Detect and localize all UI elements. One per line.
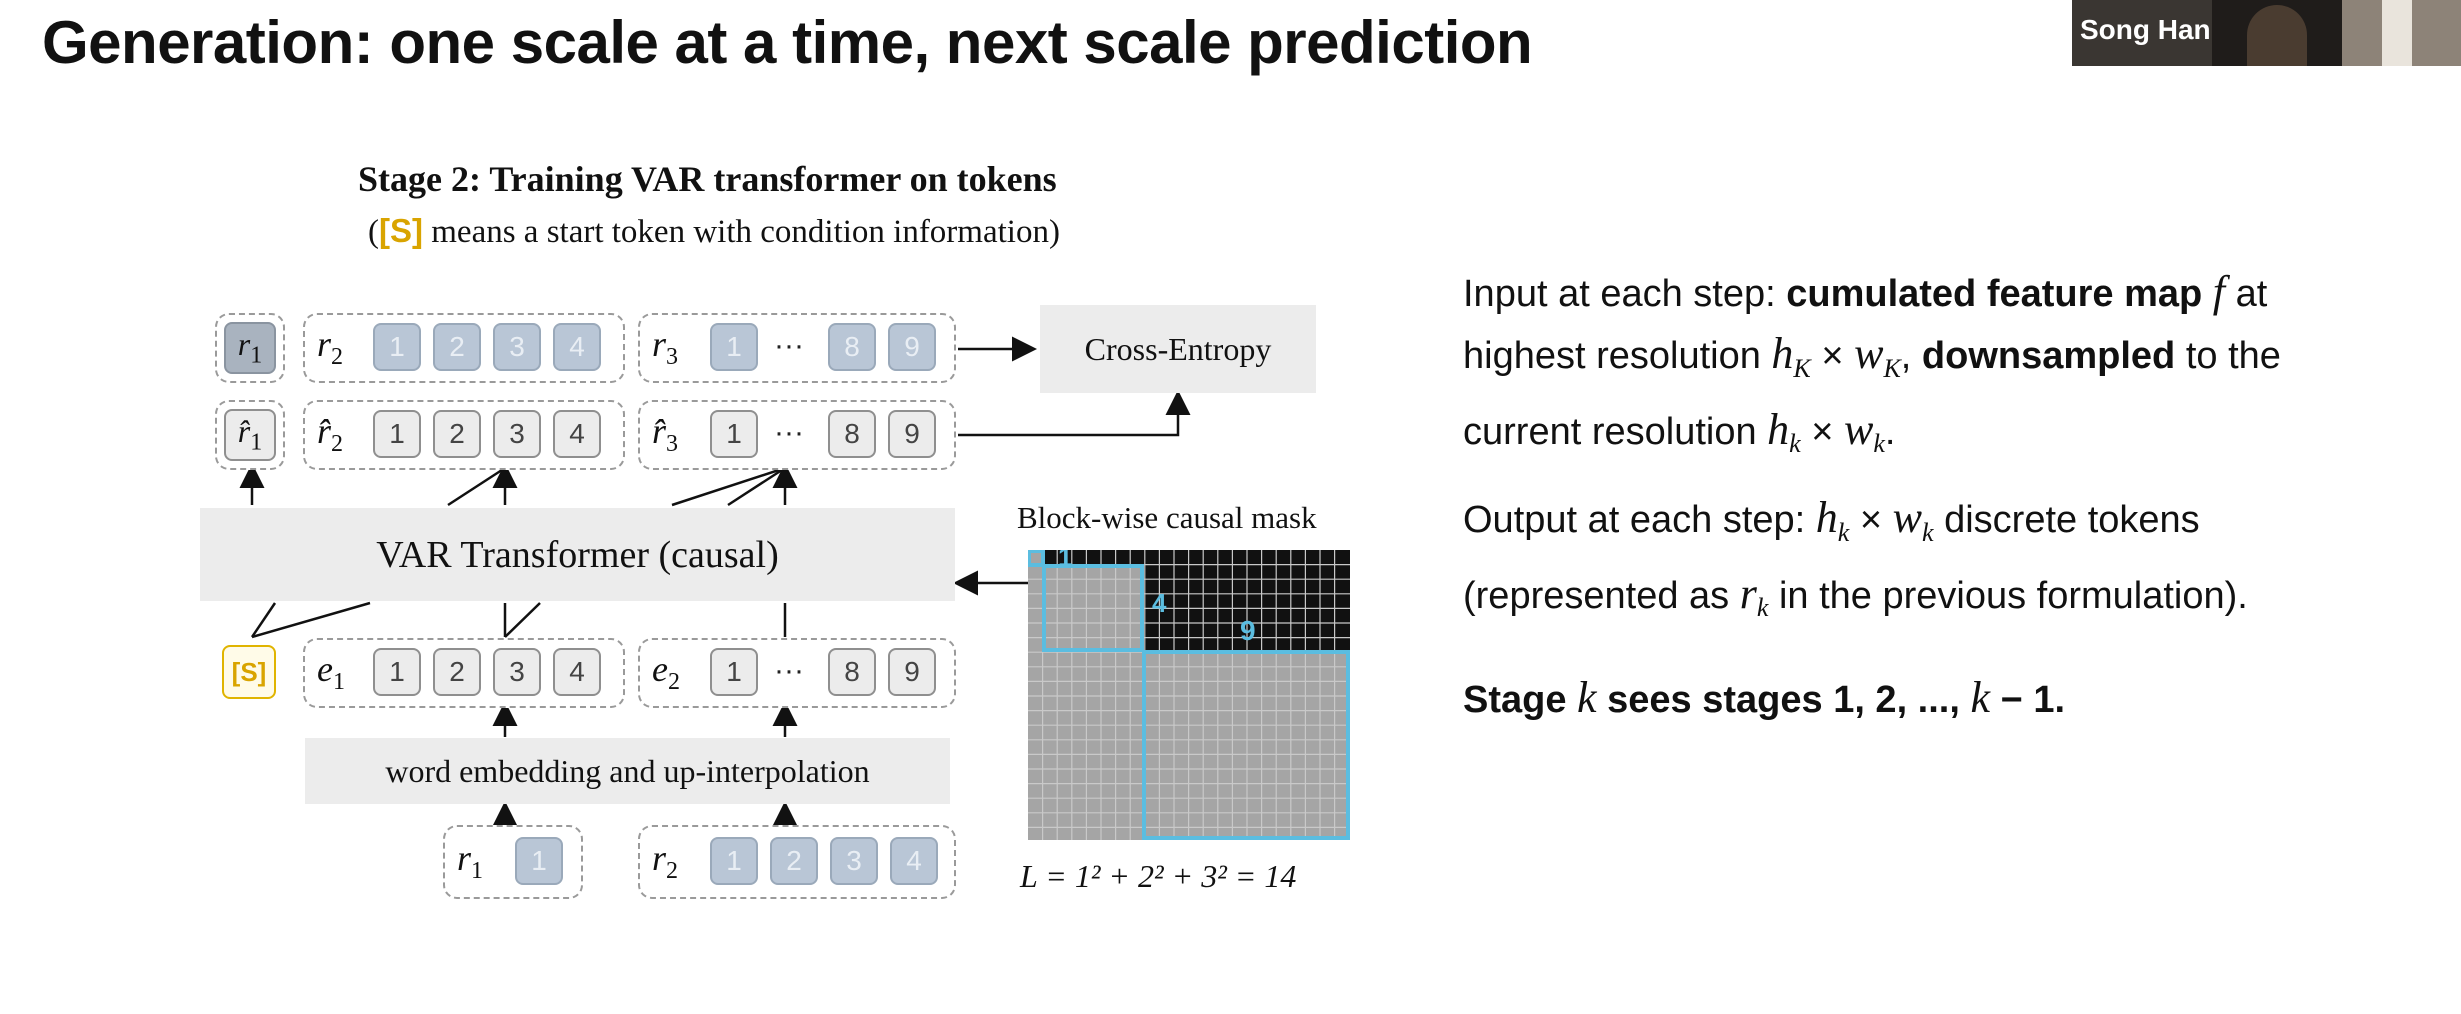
input-token: 8 — [828, 648, 876, 696]
stage-subtitle: ([S] means a start token with condition … — [368, 212, 1060, 250]
presenter-silhouette — [2247, 5, 2307, 66]
pred-group-2: r̂2 1 2 3 4 — [303, 400, 625, 470]
target-group-3: r3 1 ··· 8 9 — [638, 313, 956, 383]
pred-token: 4 — [553, 410, 601, 458]
pred-r1-token: r̂1 — [224, 409, 276, 461]
pred-token: 8 — [828, 410, 876, 458]
pred-token: 9 — [888, 410, 936, 458]
input-token: 1 — [710, 648, 758, 696]
paragraph-output: Output at each step: hk × wk discrete to… — [1463, 493, 2248, 623]
source-token: 2 — [770, 837, 818, 885]
pred-token: 3 — [493, 410, 541, 458]
mask-label-1: 1 — [1058, 550, 1072, 572]
mask-block-1 — [1028, 550, 1045, 567]
var-transformer-box: VAR Transformer (causal) — [200, 508, 955, 601]
input-token: 4 — [553, 648, 601, 696]
source-group-1: r1 1 — [443, 825, 583, 899]
source-token: 3 — [830, 837, 878, 885]
source-token: 1 — [710, 837, 758, 885]
pred-r2-label: r̂2 — [317, 411, 344, 458]
input-token: 9 — [888, 648, 936, 696]
input-group-2: e2 1 ··· 8 9 — [638, 638, 956, 708]
ellipsis: ··· — [774, 654, 804, 687]
pred-group-3: r̂3 1 ··· 8 9 — [638, 400, 956, 470]
input-group-1: e1 1 2 3 4 — [303, 638, 625, 708]
mask-label-4: 4 — [1152, 588, 1167, 618]
input-token: 3 — [493, 648, 541, 696]
block-causal-mask: 1 4 9 — [1028, 550, 1350, 840]
target-token: 3 — [493, 323, 541, 371]
var-transformer-label: VAR Transformer (causal) — [376, 533, 779, 576]
target-token: 2 — [433, 323, 481, 371]
mask-formula: L = 1² + 2² + 3² = 14 — [1020, 858, 1297, 894]
source-token: 1 — [515, 837, 563, 885]
source-token: 4 — [890, 837, 938, 885]
pred-token: 1 — [373, 410, 421, 458]
presenter-name: Song Han — [2080, 14, 2211, 45]
paragraph-stage: Stage k sees stages 1, 2, ..., k − 1. — [1463, 673, 2066, 722]
target-group-1: r1 — [215, 313, 285, 383]
start-token-mark: [S] — [379, 212, 423, 249]
paragraph-input: Input at each step: cumulated feature ma… — [1463, 267, 2281, 459]
target-token: 9 — [888, 323, 936, 371]
target-r1-token: r1 — [224, 322, 276, 374]
target-token: 1 — [373, 323, 421, 371]
start-token: [S] — [222, 645, 276, 699]
ellipsis: ··· — [774, 416, 804, 449]
stage-title: Stage 2: Training VAR transformer on tok… — [358, 159, 1057, 199]
input-e1-label: e1 — [317, 649, 345, 696]
input-token: 2 — [433, 648, 481, 696]
mask-title: Block-wise causal mask — [1017, 500, 1317, 535]
embedding-label: word embedding and up-interpolation — [385, 752, 870, 789]
target-r3-label: r3 — [652, 324, 679, 371]
pred-r3-label: r̂3 — [652, 411, 679, 458]
target-r2-label: r2 — [317, 324, 344, 371]
source-r2-label: r2 — [652, 838, 679, 885]
mask-block-2 — [1042, 564, 1144, 652]
slide-title: Generation: one scale at a time, next sc… — [42, 9, 1533, 76]
source-r1-label: r1 — [457, 838, 484, 885]
pred-group-1: r̂1 — [215, 400, 285, 470]
ellipsis: ··· — [774, 329, 804, 362]
target-group-2: r2 1 2 3 4 — [303, 313, 625, 383]
cross-entropy-box: Cross-Entropy — [1040, 305, 1316, 393]
cross-entropy-label: Cross-Entropy — [1084, 330, 1272, 367]
pred-token: 1 — [710, 410, 758, 458]
mask-label-9: 9 — [1240, 615, 1256, 646]
video-background-light — [2382, 0, 2412, 66]
embedding-box: word embedding and up-interpolation — [305, 738, 950, 804]
target-token: 1 — [710, 323, 758, 371]
input-e2-label: e2 — [652, 649, 680, 696]
pred-token: 2 — [433, 410, 481, 458]
mask-block-3 — [1142, 650, 1350, 840]
source-group-2: r2 1 2 3 4 — [638, 825, 956, 899]
target-token: 8 — [828, 323, 876, 371]
target-token: 4 — [553, 323, 601, 371]
input-token: 1 — [373, 648, 421, 696]
presenter-video[interactable]: Song Han — [2072, 0, 2461, 66]
